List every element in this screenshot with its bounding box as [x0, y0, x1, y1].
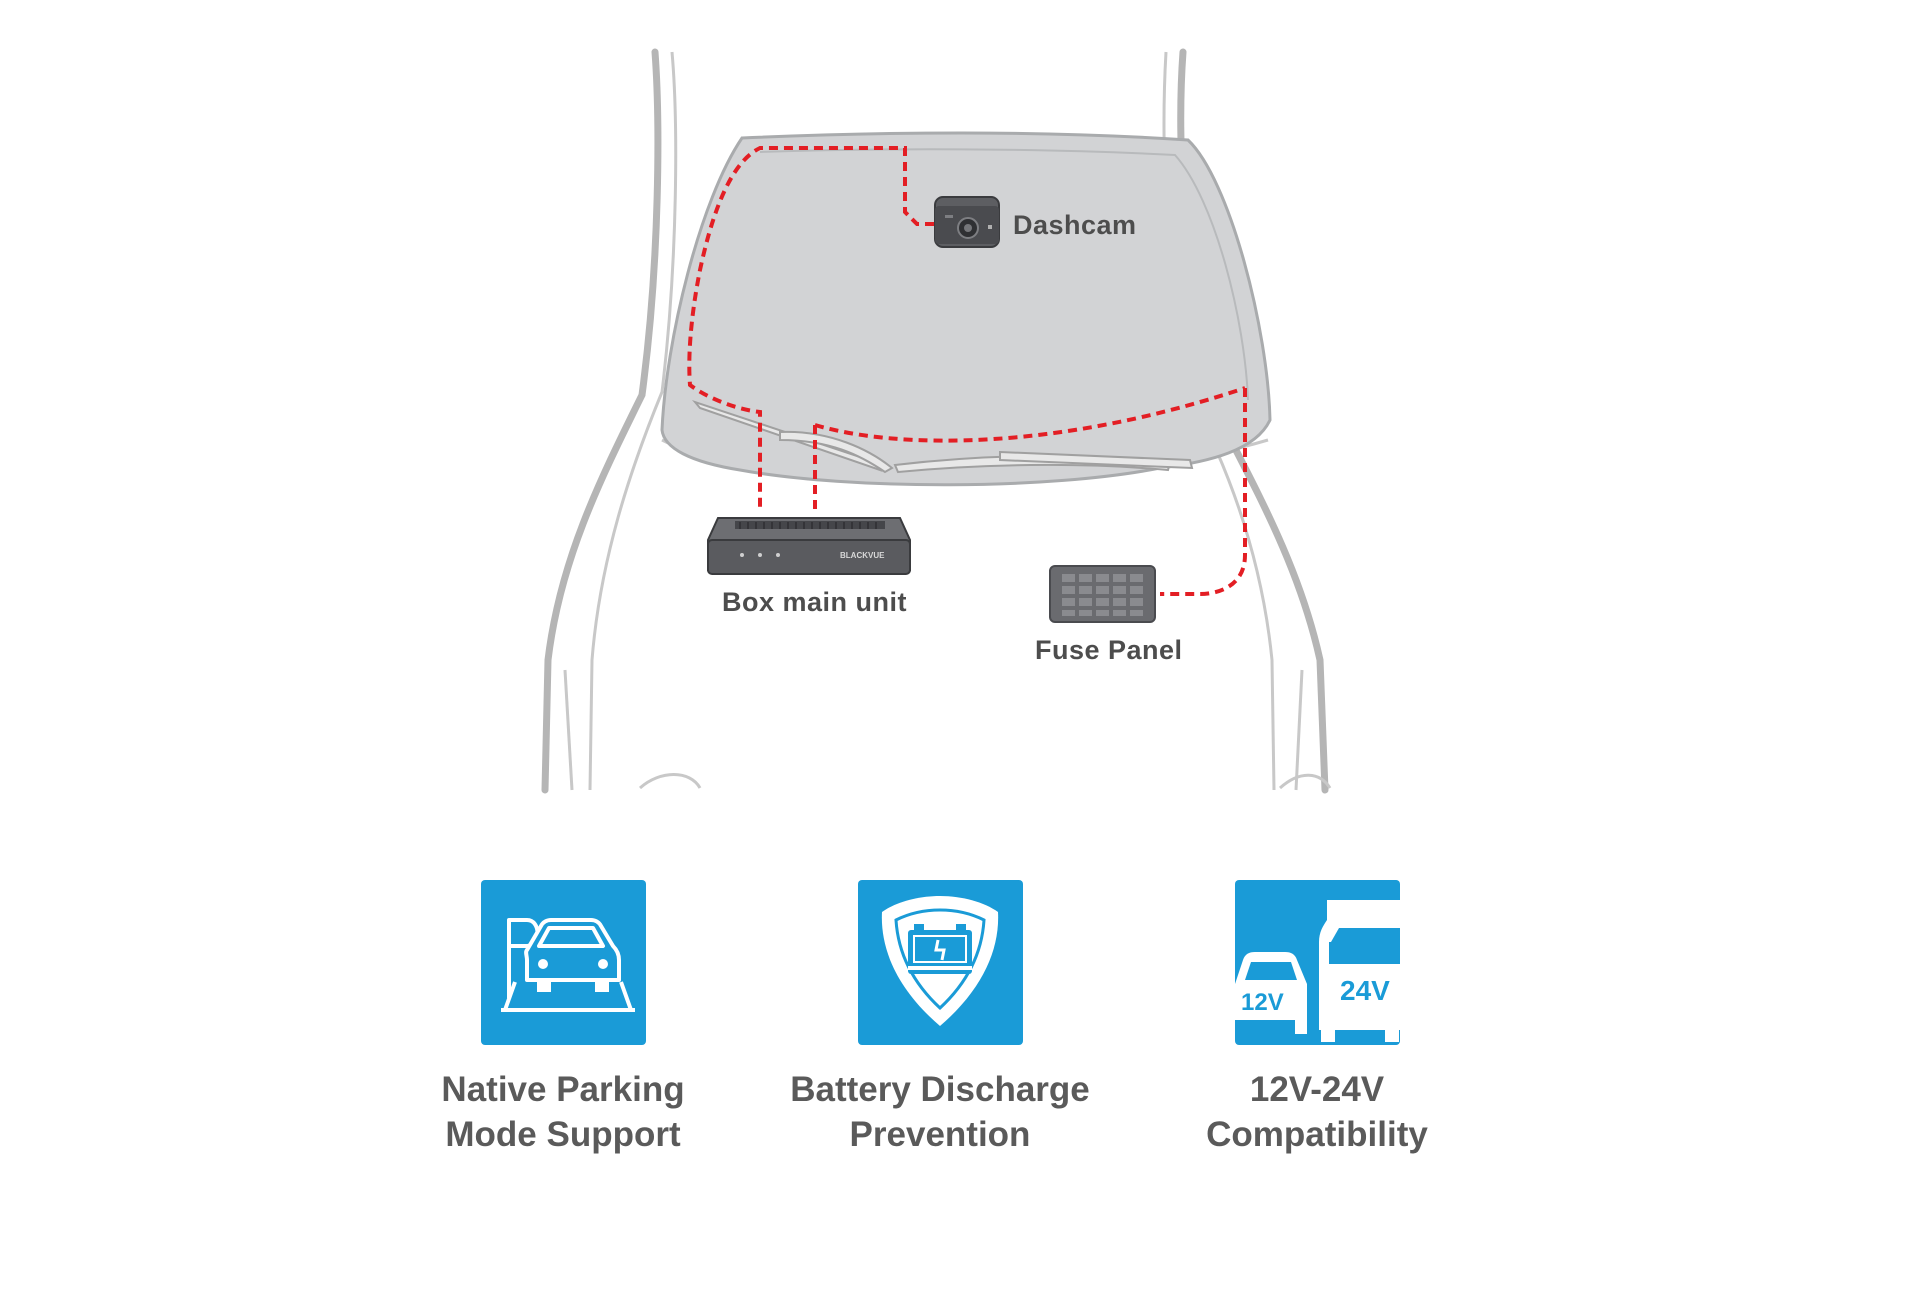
box-brand-text: BLACKVUE — [840, 551, 885, 560]
car-truck-voltage-icon: 24V 12V — [1234, 880, 1400, 1045]
feature-voltage-compatibility: 24V 12V 12V-24V Compatibility — [1157, 880, 1477, 1157]
windshield — [660, 131, 1272, 487]
feature-battery-discharge-text: Battery Discharge Prevention — [790, 1070, 1090, 1154]
battery-shield-icon — [857, 880, 1023, 1045]
feature-battery-discharge: Battery Discharge Prevention — [780, 880, 1100, 1157]
dashcam-cable — [687, 146, 934, 510]
dashcam-label: Dashcam — [1013, 210, 1137, 240]
box-main-unit-label: Box main unit — [722, 587, 908, 617]
windshield-inner-edge — [759, 148, 1249, 401]
fuse-panel-label: Fuse Panel — [1035, 635, 1183, 665]
feature-native-parking-text: Native Parking Mode Support — [441, 1070, 685, 1154]
fuse-panel-device — [1049, 565, 1156, 623]
box-main-unit-device: BLACKVUE — [707, 517, 911, 575]
feature-native-parking: Native Parking Mode Support — [403, 880, 723, 1157]
wiring-harness — [687, 146, 1247, 596]
badge-12v: 12V — [1241, 989, 1284, 1016]
fuse-cable — [1160, 388, 1247, 596]
parking-car-icon — [480, 880, 646, 1045]
dashcam-device — [934, 196, 1000, 248]
badge-24v: 24V — [1340, 975, 1390, 1006]
feature-voltage-compatibility-text: 12V-24V Compatibility — [1206, 1070, 1428, 1154]
